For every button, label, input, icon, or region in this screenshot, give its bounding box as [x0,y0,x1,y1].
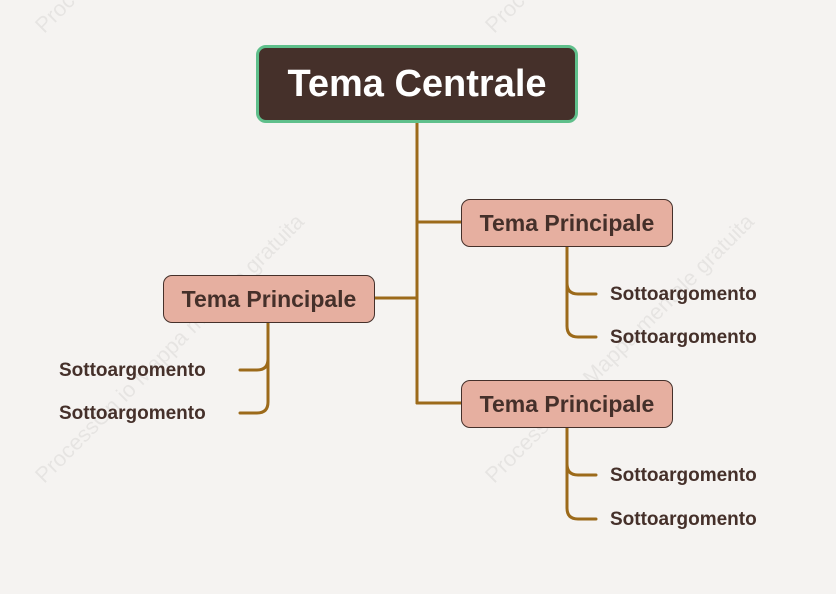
subtopic[interactable]: Sottoargomento [610,509,757,530]
main-topic-right-top[interactable]: Tema Principale [461,199,673,247]
subtopic[interactable]: Sottoargomento [59,360,206,381]
subtopic[interactable]: Sottoargomento [610,465,757,486]
central-topic[interactable]: Tema Centrale [256,45,578,123]
connector-sub [238,320,270,372]
subtopic[interactable]: Sottoargomento [59,403,206,424]
connector-sub [238,357,270,415]
subtopic[interactable]: Sottoargomento [610,327,757,348]
main-topic-left[interactable]: Tema Principale [163,275,375,323]
subtopic[interactable]: Sottoargomento [610,284,757,305]
main-topic-right-bottom[interactable]: Tema Principale [461,380,673,428]
connector-sub [565,281,598,339]
connector-sub [565,425,598,477]
connector-sub [565,462,598,521]
connector-sub [565,244,598,296]
